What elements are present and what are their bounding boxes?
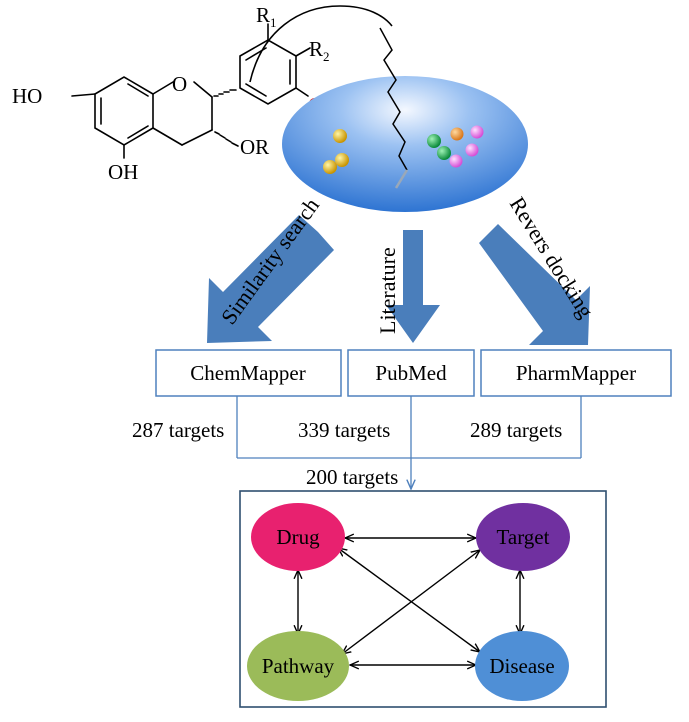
node-target bbox=[476, 503, 570, 571]
ligand-chain-tip bbox=[394, 169, 409, 189]
protein-target-ellipse bbox=[282, 76, 528, 212]
stereo-bond-c3 bbox=[214, 131, 239, 147]
arrow-similarity-search bbox=[207, 215, 334, 343]
db-label-pharmmapper: PharmMapper bbox=[516, 361, 636, 385]
count-pharmmapper: 289 targets bbox=[470, 418, 562, 442]
db-label-chemmapper: ChemMapper bbox=[190, 361, 305, 385]
network-edges bbox=[298, 538, 520, 665]
box-chemmapper bbox=[155, 349, 342, 397]
node-disease bbox=[475, 631, 569, 701]
db-label-pubmed: PubMed bbox=[375, 361, 447, 385]
arrow-revers-docking bbox=[479, 224, 590, 345]
label-or: OR bbox=[240, 135, 269, 159]
count-merged: 200 targets bbox=[306, 465, 398, 489]
connector-curve bbox=[249, 5, 393, 83]
label-ring-oxygen: O bbox=[172, 72, 187, 96]
node-label-pathway: Pathway bbox=[262, 654, 335, 678]
label-r2: R2 bbox=[309, 37, 330, 64]
node-label-disease: Disease bbox=[489, 654, 554, 678]
box-pharmmapper bbox=[480, 349, 672, 397]
label-ho: HO bbox=[12, 84, 42, 108]
node-label-target: Target bbox=[497, 525, 550, 549]
arrow-literature bbox=[386, 230, 440, 343]
label-oh-bottom: OH bbox=[108, 160, 138, 184]
ligand-chain bbox=[379, 27, 408, 171]
node-drug bbox=[251, 503, 345, 571]
merge-connector bbox=[236, 396, 582, 489]
label-r1: R1 bbox=[256, 3, 277, 30]
ligand-atoms bbox=[323, 125, 484, 174]
count-pubmed: 339 targets bbox=[298, 418, 390, 442]
node-pathway bbox=[247, 631, 349, 701]
box-pubmed bbox=[347, 349, 475, 397]
stereo-bond-c2 bbox=[213, 89, 237, 97]
method-label-literature: Literature bbox=[375, 247, 400, 334]
count-chemmapper: 287 targets bbox=[132, 418, 224, 442]
node-label-drug: Drug bbox=[276, 525, 320, 549]
